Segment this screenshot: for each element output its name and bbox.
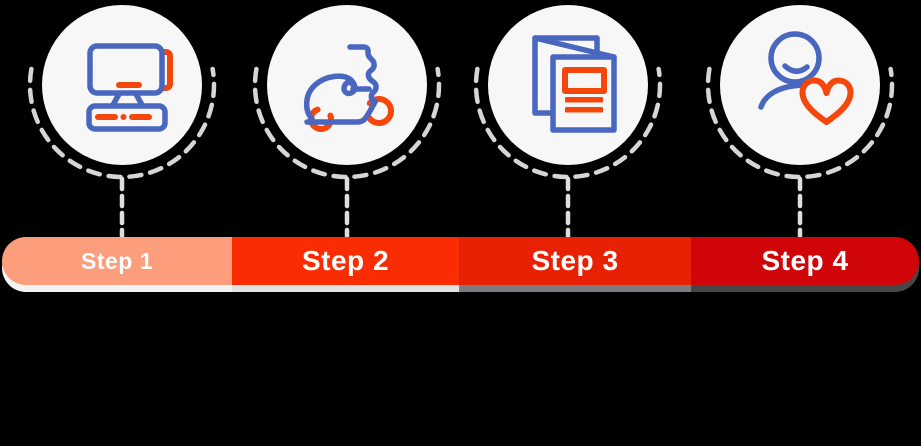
steps-progress-bar: Step 1 Step 2 Step 3 Step 4	[2, 237, 919, 285]
step3-label: Step 3	[531, 245, 619, 276]
step4-segment: Step 4	[691, 237, 919, 285]
menu-brochure-icon	[532, 35, 617, 133]
desktop-computer-icon	[86, 43, 173, 132]
step1-dashed-connector	[27, 66, 217, 240]
step1-label: Step 1	[80, 247, 154, 274]
customer-heart-icon	[758, 31, 854, 125]
step3-dashed-connector	[473, 66, 663, 240]
step2-label: Step 2	[301, 245, 390, 276]
step4-label: Step 4	[761, 245, 849, 276]
step3-segment: Step 3	[459, 237, 691, 285]
step4-dashed-connector	[705, 66, 895, 240]
step2-dashed-connector	[252, 66, 442, 240]
step2-segment: Step 2	[232, 237, 459, 285]
delivery-scooter-icon	[304, 44, 394, 132]
step1-segment: Step 1	[2, 237, 232, 285]
